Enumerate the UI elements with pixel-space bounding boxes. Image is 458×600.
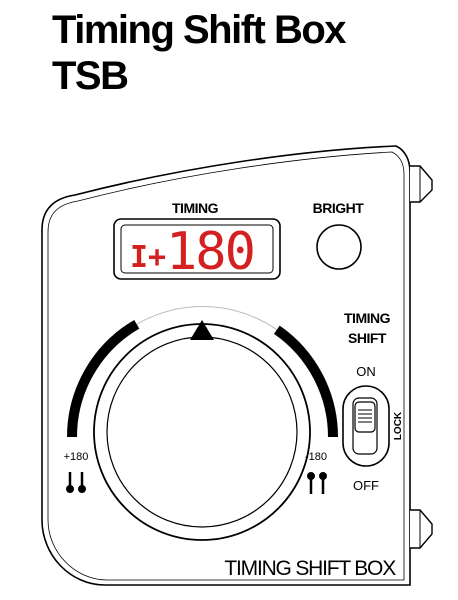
- top-connector: [410, 165, 433, 203]
- bright-button[interactable]: [316, 224, 362, 270]
- timing-shift-toggle[interactable]: [354, 401, 376, 433]
- switch-on-label: ON: [356, 364, 376, 379]
- timing-display-window: [120, 224, 274, 274]
- device-inner-edge: [47, 151, 405, 581]
- switch-off-label: OFF: [353, 478, 379, 493]
- bottom-connector: [410, 509, 433, 549]
- timing-dial-inner: [106, 336, 298, 528]
- display-value: 180: [166, 222, 254, 282]
- advance-timing-icon: [66, 472, 86, 493]
- dial-scale-arc: [67, 301, 338, 438]
- brand-label: TIMING SHIFT BOX: [224, 557, 396, 580]
- retard-timing-icon: [307, 472, 327, 494]
- timing-label: TIMING: [172, 200, 219, 216]
- bright-label: BRIGHT: [313, 200, 365, 216]
- page-subtitle: TSB: [52, 54, 129, 98]
- switch-title-line2: SHIFT: [348, 330, 387, 346]
- display-sign: I+: [130, 240, 166, 275]
- dial-right-value: -180: [305, 451, 327, 463]
- switch-title-line1: TIMING: [344, 310, 391, 326]
- dial-left-value: +180: [64, 451, 89, 463]
- switch-lock-label: LOCK: [393, 411, 404, 440]
- dial-pointer-icon: [190, 320, 214, 340]
- page-title: Timing Shift Box: [52, 8, 347, 52]
